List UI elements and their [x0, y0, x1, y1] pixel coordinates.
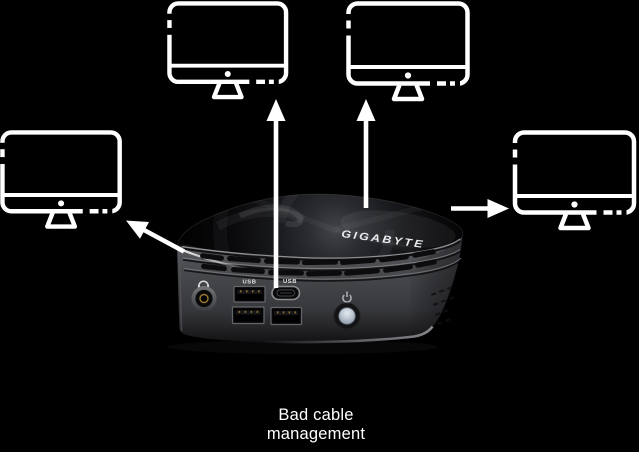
usb-a-port-2 — [231, 306, 265, 325]
chassis-grooves — [180, 238, 462, 282]
lid-sheen — [215, 194, 456, 260]
arrow-to-top-right-monitor — [356, 99, 376, 208]
caption: Bad cable management — [238, 406, 394, 444]
monitor-top-right-icon — [345, 4, 468, 100]
front-panel: USB USB — [191, 279, 361, 330]
device-shadow — [168, 340, 438, 354]
caption-line-1: Bad cable — [278, 406, 354, 424]
power-button — [333, 302, 361, 330]
monitor-left-icon — [0, 132, 120, 226]
usb-a-port-1 — [233, 285, 266, 303]
device-bottom-rim — [261, 325, 434, 344]
device-right-face — [402, 235, 463, 338]
side-vent-pattern — [431, 286, 455, 325]
device-left-edge — [178, 253, 183, 332]
connection-arrows — [126, 99, 509, 288]
usb-label-center: USB — [283, 279, 297, 285]
monitor-top-left-icon — [166, 3, 286, 97]
usb-c-port — [271, 285, 301, 301]
power-icon — [342, 291, 352, 303]
caption-line-2: management — [266, 425, 366, 443]
mini-pc: GIGABYTE — [168, 193, 464, 354]
monitor-right-icon — [512, 133, 635, 229]
headphone-jack — [191, 286, 217, 311]
arrow-to-left-monitor — [126, 220, 186, 254]
usb-a-port-3 — [270, 306, 303, 326]
usb-label-left: USB — [242, 280, 256, 286]
arrow-to-right-monitor — [451, 199, 509, 218]
arrow-to-top-left-monitor — [266, 99, 286, 288]
